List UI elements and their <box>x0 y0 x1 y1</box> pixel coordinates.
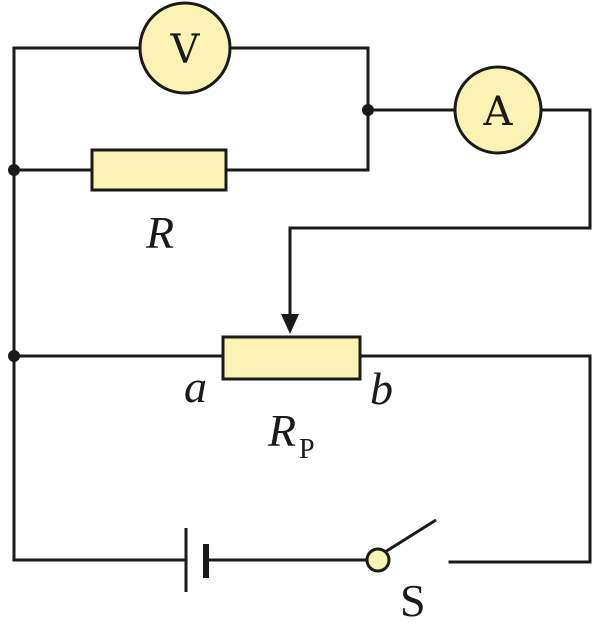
resistor-label: R <box>145 207 174 258</box>
rheostat-rp <box>221 335 362 381</box>
voltmeter-symbol: V <box>170 27 201 73</box>
switch-pivot-icon <box>365 547 391 573</box>
rheostat-label: R <box>267 405 296 456</box>
resistor-r <box>90 148 228 192</box>
junction-node <box>8 164 20 176</box>
voltmeter-icon <box>138 1 232 95</box>
rheostat-end-b: b <box>370 363 393 414</box>
switch-label: S <box>400 575 426 626</box>
rheostat-label-subscript: P <box>299 434 315 465</box>
switch-s <box>365 518 437 573</box>
junction-node <box>362 104 374 116</box>
slider-arrow-icon <box>281 314 299 334</box>
ammeter-icon <box>453 65 543 155</box>
junction-node <box>8 350 20 362</box>
battery-icon <box>184 528 209 592</box>
wire-top-right <box>228 46 370 172</box>
ammeter-symbol: A <box>483 89 514 135</box>
ammeter: A <box>453 65 543 155</box>
wire-rheostat-right <box>358 354 592 564</box>
wire-ammeter-right <box>288 108 592 320</box>
voltmeter: V <box>138 1 232 95</box>
rheostat-end-a: a <box>184 361 207 412</box>
